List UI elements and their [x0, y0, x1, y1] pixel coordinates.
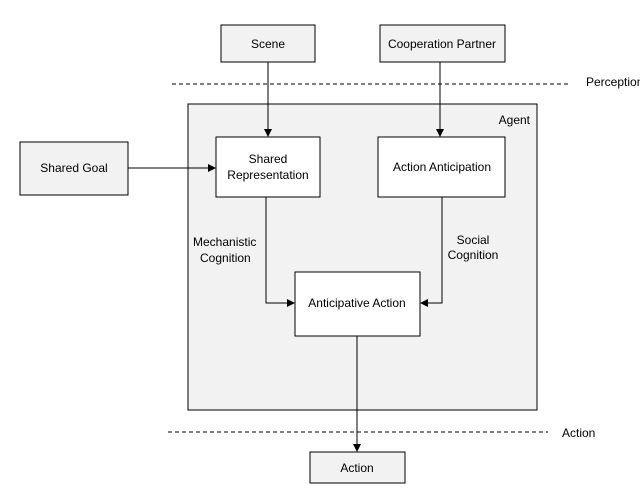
shared-representation-label: Shared	[249, 152, 288, 166]
shared-goal-node: Shared Goal	[19, 141, 129, 196]
anticipative-action-node: Anticipative Action	[294, 271, 421, 337]
arrow-anticipation-to-action	[420, 197, 443, 307]
action-level-label: Action	[562, 426, 595, 440]
action-anticipation-label: Action Anticipation	[393, 160, 491, 174]
social-label-2: Cognition	[448, 248, 499, 262]
cooperation-partner-node: Cooperation Partner	[379, 24, 506, 63]
shared-goal-label: Shared Goal	[40, 161, 107, 175]
action-node: Action	[309, 451, 406, 484]
scene-node-label: Scene	[251, 37, 285, 51]
shared-representation-label-2: Representation	[227, 168, 308, 182]
action-anticipation-node: Action Anticipation	[377, 136, 506, 198]
agent-label: Agent	[499, 113, 531, 127]
anticipative-action-label: Anticipative Action	[308, 296, 405, 310]
shared-representation-node: Shared Representation	[215, 136, 321, 198]
cooperation-partner-label: Cooperation Partner	[388, 37, 496, 51]
mechanistic-label: Mechanistic	[193, 235, 256, 249]
action-node-label: Action	[340, 461, 373, 475]
social-label: Social	[457, 233, 490, 247]
perception-label: Perception	[586, 75, 640, 89]
arrow-rep-to-action	[265, 197, 295, 307]
scene-node: Scene	[220, 24, 316, 63]
mechanistic-label-2: Cognition	[200, 251, 251, 265]
